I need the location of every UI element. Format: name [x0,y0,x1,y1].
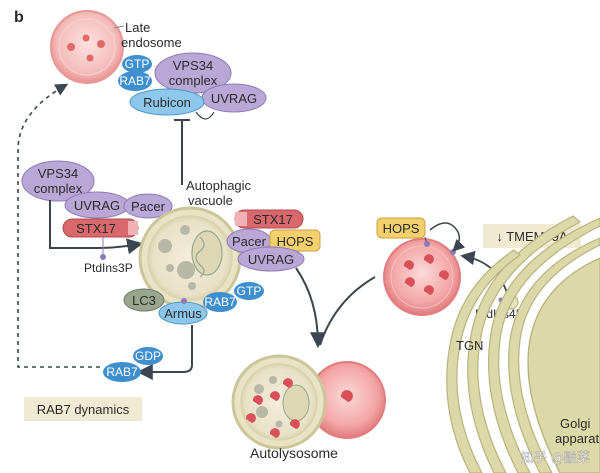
left-uvrag-label: UVRAG [74,198,120,213]
left-complex [21,160,173,260]
golgi-label-1: Golgi [560,416,590,431]
top-uvrag-label: UVRAG [211,91,257,106]
vacuole-to-autolysosome-arrow [295,267,326,349]
bottom-rab7-label: RAB7 [204,295,236,309]
left-vps34-label-1: VPS34 [38,166,78,181]
top-rab7-label: RAB7 [119,74,151,88]
top-gtp-label: GTP [125,57,150,71]
late-endosome-label-2: endosome [121,35,182,50]
left-vps34-label-2: complex [34,181,83,196]
watermark: 知乎 @酸菜 [521,450,590,466]
autolysosome-label: Autolysosome [250,445,338,461]
top-vps34-label-2: complex [169,73,218,88]
gdp-label: GDP [135,349,161,363]
golgi-label-2: apparatus [555,431,600,446]
autolysosome [231,354,386,450]
dashed-return-arrow [17,83,100,368]
rab7-gdp [103,347,163,382]
lc3-label: LC3 [132,293,156,308]
top-vps34-label-1: VPS34 [173,58,213,73]
tgn-label: TGN [456,338,483,353]
late-endosome-label-1: Late [125,20,150,35]
armus-label: Armus [164,306,202,321]
autophagic-vacuole-label-1: Autophagic [186,178,252,193]
top-complex [118,52,267,120]
lysosome-to-autolysosome-arrow [319,276,376,346]
lysosome [376,217,466,316]
armus-to-rab7-arrow [136,325,193,380]
rab7-dynamics-label: RAB7 dynamics [37,402,130,417]
late-endosome [50,10,125,84]
panel-label: b [14,9,24,26]
rab7-gdp-label: RAB7 [106,365,138,379]
right-complex [226,209,321,272]
lysosome-hops-label: HOPS [383,221,420,236]
ptdins3p-label: PtdIns3P [84,261,133,275]
bottom-gtp-label: GTP [237,284,262,298]
left-pacer-label: Pacer [131,199,166,214]
left-stx17-label: STX17 [76,221,116,236]
top-rubicon-label: Rubicon [143,95,191,110]
right-stx17-label: STX17 [253,212,293,227]
vacuole-bottom-proteins [123,282,264,325]
right-pacer-label: Pacer [232,234,267,249]
right-uvrag-label: UVRAG [248,252,294,267]
autophagic-vacuole-label-2: vacuole [188,193,233,208]
rab7-dynamics-box [24,397,142,421]
right-hops-label: HOPS [277,234,314,249]
